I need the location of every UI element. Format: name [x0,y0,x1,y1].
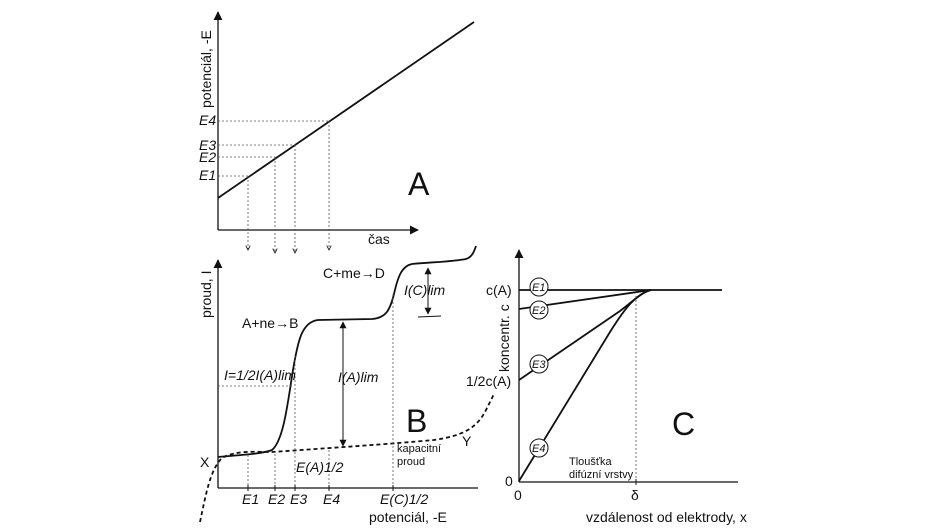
panel-c-title: C [672,406,695,442]
panel-a-level-e3: E3 [199,137,216,153]
diffusion-layer-label-2: difúzní vrstvy [569,469,634,481]
label-e3: E3 [529,354,549,374]
capacitive-current-line [199,393,495,523]
limit-current-c-label: I(C)lim [404,282,446,298]
panel-c-ylabel: koncentr. c [496,304,512,372]
polarographic-wave [217,245,477,458]
panel-a-level-e2: E2 [199,149,216,165]
panel-a-xlabel: čas [368,231,390,247]
tick-e2: E2 [268,491,285,507]
svg-text:E4: E4 [532,443,545,455]
panel-b-ylabel: proud, I [198,271,214,318]
svg-text:E2: E2 [532,305,545,317]
reaction-c-label: C+me→D [323,265,385,281]
panel-c-x-delta: δ [631,487,639,503]
panel-a-ylabel: potenciál, -E [198,30,214,108]
panel-a-level-e4: E4 [199,112,216,128]
reaction-a-label: A+ne→B [242,315,298,331]
panel-a-level-e1: E1 [199,167,216,183]
panel-c-x-zero: 0 [514,487,522,503]
panel-b: A+ne→B C+me→D I=1/2I(A)lim I(A)lim I(C)l… [198,245,495,525]
limit-current-a-label: I(A)lim [338,369,379,385]
tick-c-full: c(A) [486,282,512,298]
panel-c: E1 E2 E3 E4 c(A) 1/2c(A) 0 0 δ Tloušťka … [466,249,747,525]
panel-a-title: A [408,166,430,202]
tick-e3: E3 [290,491,307,507]
capacitive-current-label-1: kapacitní [397,443,441,455]
svg-text:E1: E1 [532,282,545,294]
panel-b-xlabel: potenciál, -E [369,509,447,525]
point-y-label: Y [462,433,472,449]
panel-b-title: B [406,403,427,439]
panel-a: potenciál, -E čas E4 E3 E2 E1 A [198,11,475,253]
point-x-label: X [200,454,210,470]
tick-e4: E4 [323,491,340,507]
label-e4: E4 [529,438,549,458]
half-current-label: I=1/2I(A)lim [224,367,296,383]
diffusion-layer-label-1: Tloušťka [569,456,613,468]
potential-ramp-line [217,21,475,199]
half-wave-a-label: E(A)1/2 [296,459,344,475]
capacitive-current-label-2: proud [397,456,425,468]
panel-c-xlabel: vzdálenost od elektrody, x [586,509,747,525]
label-e1: E1 [529,277,549,297]
tick-c-half: 1/2c(A) [466,373,511,389]
label-e2: E2 [529,300,549,320]
curve-e4 [518,289,652,482]
tick-c-zero: 0 [505,473,513,489]
tick-e1: E1 [242,491,259,507]
tick-ec-half: E(C)1/2 [380,491,428,507]
svg-text:E3: E3 [532,359,546,371]
